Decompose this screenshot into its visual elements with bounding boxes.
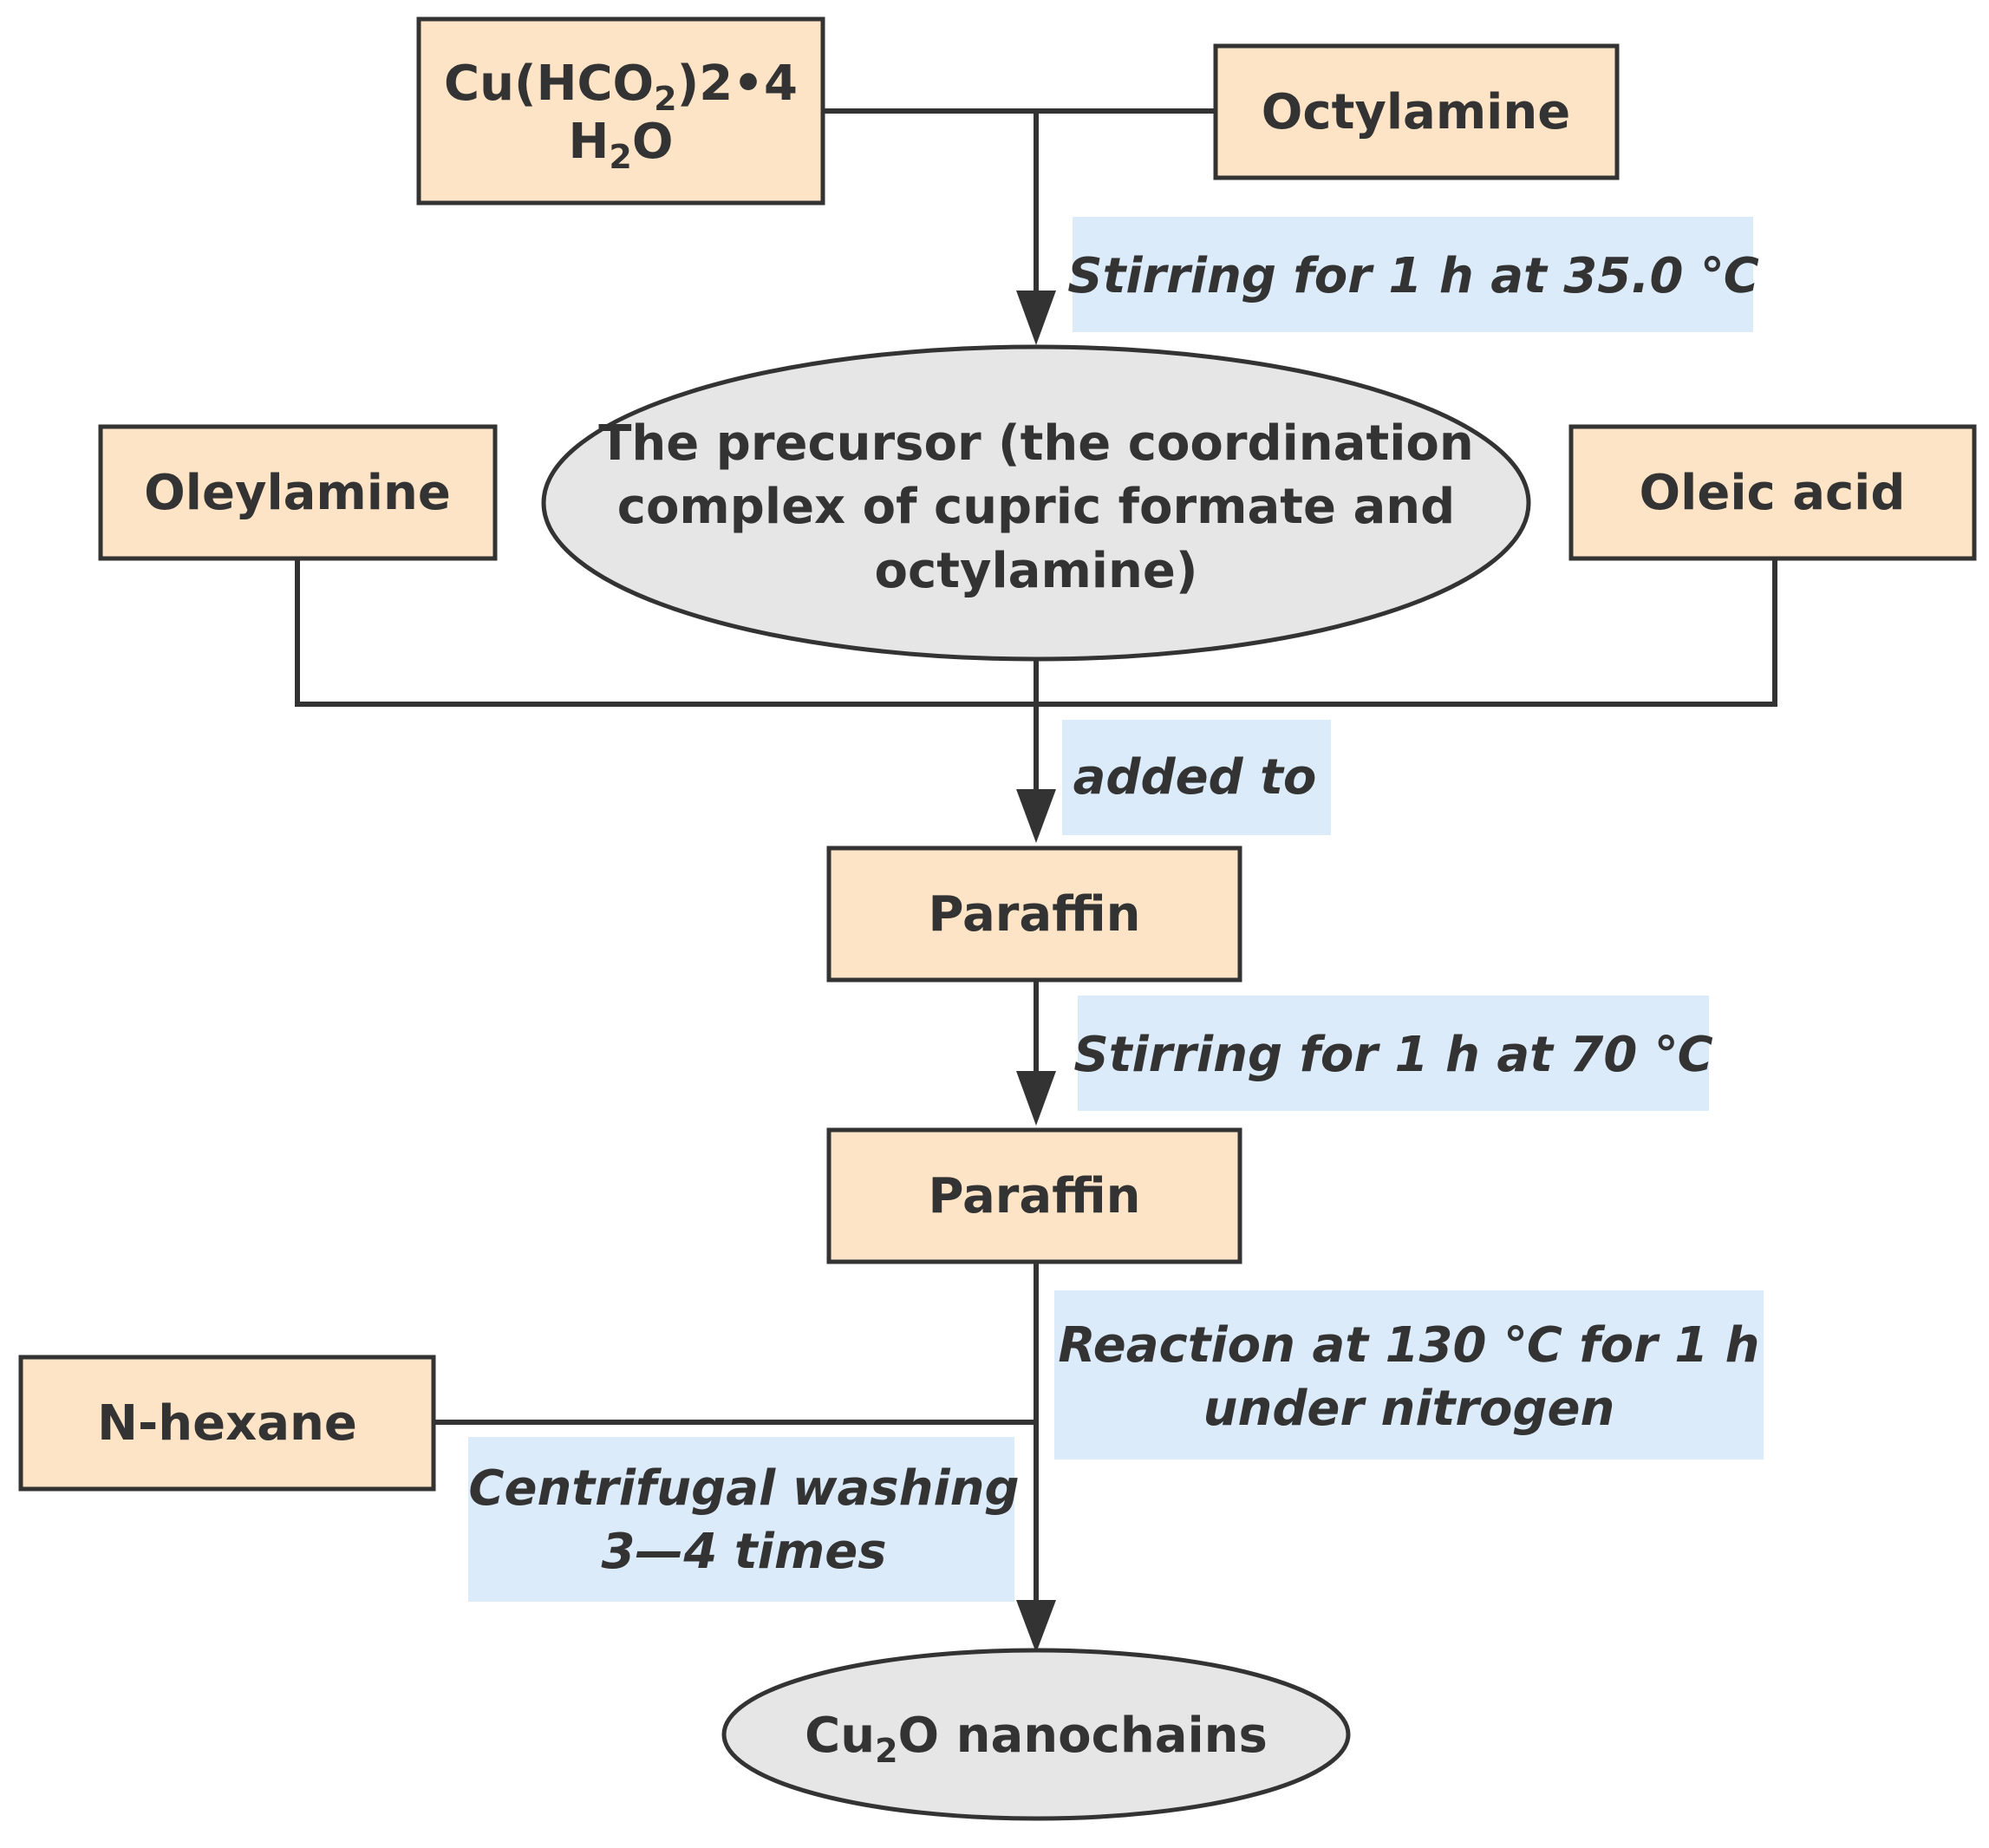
connectors	[295, 108, 1777, 1604]
label-stirring-70: Stirring for 1 h at 70 ℃	[1073, 1027, 1712, 1083]
label-bg-centrifugal	[468, 1437, 1014, 1602]
paraffin-2-label: Paraffin	[928, 1168, 1140, 1224]
label-bg-stirring-70	[1078, 996, 1709, 1111]
copper-formate-line1-pre: Cu(HCO	[444, 56, 654, 112]
copper-formate-line2-pre: H	[569, 114, 610, 170]
node-product: Cu2O nanochains	[721, 1648, 1351, 1821]
product-pre: Cu	[805, 1708, 875, 1764]
svg-text:H2O: H2O	[569, 114, 674, 176]
label-stirring-35: Stirring for 1 h at 35.0 ℃	[1067, 248, 1759, 304]
label-bg-stirring-35	[1073, 217, 1753, 332]
svg-text:Cu(HCO2)2•4: Cu(HCO2)2•4	[444, 56, 798, 118]
copper-formate-line2-sub: 2	[609, 138, 631, 176]
node-paraffin-1: Paraffin	[826, 846, 1242, 983]
label-reaction-line2: under nitrogen	[1203, 1381, 1615, 1437]
arrowhead-paraffin-1	[1016, 789, 1056, 843]
arrowhead-paraffin-2	[1016, 1071, 1056, 1126]
node-octylamine: Octylamine	[1213, 43, 1620, 180]
node-paraffin-2: Paraffin	[826, 1127, 1242, 1264]
product-post: O nanochains	[898, 1708, 1268, 1764]
node-oleic-acid: Oleic acid	[1568, 424, 1977, 561]
label-centrifugal-line1: Centrifugal washing	[468, 1460, 1019, 1517]
arrowheads	[1016, 291, 1056, 1653]
label-bg-reaction	[1054, 1290, 1764, 1459]
svg-text:Cu2O nanochains: Cu2O nanochains	[805, 1708, 1268, 1770]
label-centrifugal-line2: 3—4 times	[601, 1524, 886, 1580]
label-added-to: added to	[1073, 749, 1317, 806]
arrowhead-product	[1016, 1600, 1056, 1653]
node-oleylamine: Oleylamine	[98, 424, 498, 561]
node-n-hexane: N-hexane	[18, 1355, 436, 1492]
precursor-line1: The precursor (the coordination	[598, 415, 1474, 472]
n-hexane-label: N-hexane	[97, 1395, 357, 1452]
copper-formate-line1-sub: 2	[654, 80, 676, 118]
arrowhead-precursor	[1016, 291, 1056, 345]
oleic-acid-label: Oleic acid	[1640, 465, 1906, 521]
node-precursor: The precursor (the coordination complex …	[541, 344, 1531, 662]
precursor-line2: complex of cupric formate and	[617, 479, 1455, 535]
copper-formate-line2-post: O	[632, 114, 674, 170]
octylamine-label: Octylamine	[1262, 84, 1570, 140]
node-copper-formate: Cu(HCO2)2•4 H2O	[416, 16, 825, 206]
paraffin-1-label: Paraffin	[928, 886, 1140, 943]
oleylamine-label: Oleylamine	[144, 465, 451, 521]
label-bg-added-to	[1062, 720, 1331, 835]
product-sub: 2	[875, 1732, 897, 1770]
label-reaction-line1: Reaction at 130 ℃ for 1 h	[1058, 1317, 1759, 1374]
copper-formate-line1-post: )2•4	[677, 56, 798, 112]
precursor-line3: octylamine)	[875, 543, 1198, 599]
